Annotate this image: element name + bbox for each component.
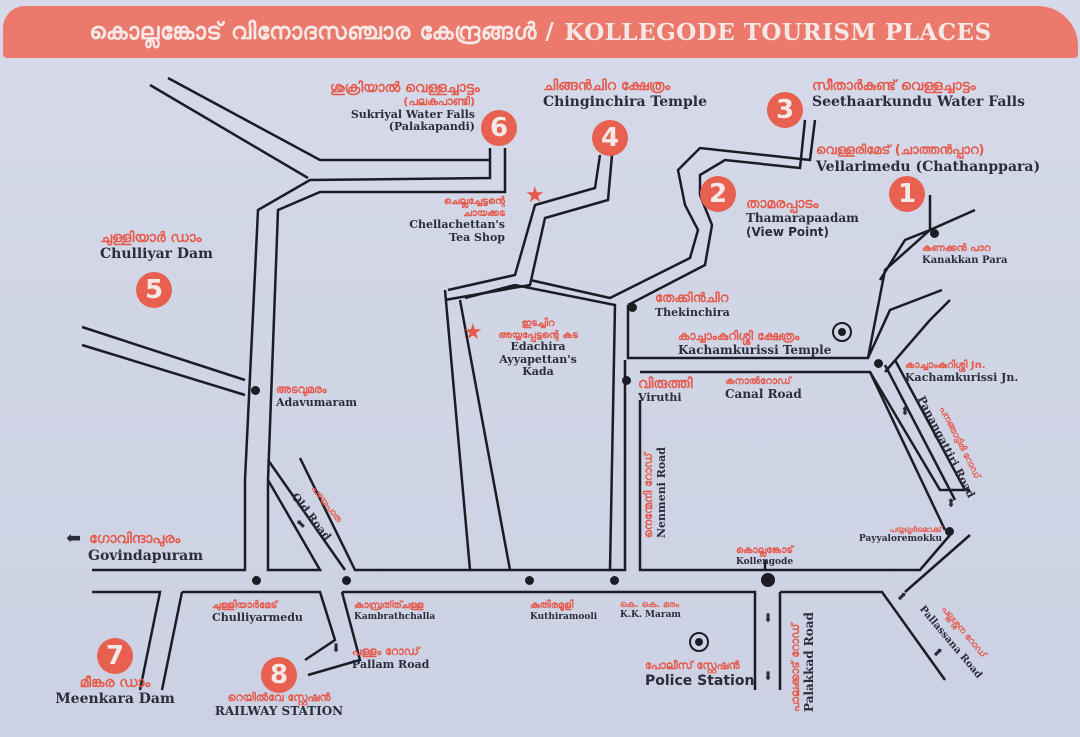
main-road-south-edge xyxy=(92,590,947,691)
kachamkurissi-temple-icon[interactable] xyxy=(832,322,852,342)
junction-kollengode[interactable] xyxy=(761,573,775,587)
label-palakkad-road: പാലക്കാട് റോഡ് Palakkad Road xyxy=(789,612,816,712)
marker-4[interactable]: 4 xyxy=(592,120,628,156)
main-road-east xyxy=(763,534,971,593)
title-english: KOLLEGODE TOURISM PLACES xyxy=(564,18,992,46)
palakkad-road-arrow-1-icon: ⬇ xyxy=(763,611,774,625)
pallam-road-arrow-icon: ⬇ xyxy=(331,641,342,655)
label-chinginchira: ചിങ്ങൻചിറ ക്ഷേത്രം Chinginchira Temple xyxy=(543,78,707,111)
marker-3[interactable]: 3 xyxy=(767,92,803,128)
marker-8[interactable]: 8 xyxy=(261,657,297,693)
junction-viruthi[interactable] xyxy=(622,376,631,385)
palakkad-road-arrow-2-icon: ⬇ xyxy=(763,669,774,683)
adavumaram-west xyxy=(81,325,246,397)
old-road xyxy=(266,459,347,571)
junction-thekinchira[interactable] xyxy=(628,303,637,312)
label-police-station: പോലീസ് സ്റ്റേഷൻ Police Station xyxy=(645,659,755,689)
label-kachamkurissi-jn: കാച്ചാംകുറിശ്ശി Jn. Kachamkurissi Jn. xyxy=(905,360,1019,384)
junction-payyaloremokku[interactable] xyxy=(945,527,954,536)
marker-2[interactable]: 2 xyxy=(700,176,736,212)
map-title-banner: കൊല്ലങ്കോട് വിനോദസഞ്ചാര കേന്ദ്രങ്ങൾ / KO… xyxy=(3,6,1078,58)
panangattiri-arrow-1-icon: ⬍ xyxy=(900,404,911,418)
label-viruthi: വിരുത്തി Viruthi xyxy=(638,376,693,405)
star-tea-shop-icon[interactable]: ★ xyxy=(525,183,545,208)
label-kollengode: കൊല്ലങ്കോട് Kollengode xyxy=(736,545,794,567)
title-malayalam: കൊല്ലങ്കോട് വിനോദസഞ്ചാര കേന്ദ്രങ്ങൾ / xyxy=(89,19,555,45)
north-west-road xyxy=(243,148,507,481)
west-arrow-icon: ⬅ xyxy=(66,528,82,549)
label-meenkara-dam: മീങ്കര ഡാം Meenkara Dam xyxy=(55,675,175,708)
marker-7[interactable]: 7 xyxy=(97,638,133,674)
label-vellarimedu: വെള്ളരിമേട് (ചാത്തൻപ്പാറ) Vellarimedu (C… xyxy=(816,143,1041,175)
label-thamarapaadam: താമരപ്പാടം Thamarapaadam (View Point) xyxy=(746,196,859,239)
label-sukriyal: ശുക്രിയാൽ വെള്ളച്ചാട്ടം (പലകപാണ്ടി) Sukr… xyxy=(330,80,480,134)
junction-chulliyarmedu[interactable] xyxy=(252,576,261,585)
star-ayyapettan-icon[interactable]: ★ xyxy=(463,320,483,345)
junction-kambrathchalla[interactable] xyxy=(342,576,351,585)
junction-kuthiramooli[interactable] xyxy=(525,576,534,585)
label-kk-maram: കെ. കെ. മരം K.K. Maram xyxy=(620,600,681,621)
label-thekinchira: തേക്കിൻചിറ Thekinchira xyxy=(655,291,730,319)
junction-kk-maram[interactable] xyxy=(610,576,619,585)
label-govindapuram: ⬅ ഗോവിന്ദാപുരം Govindapuram xyxy=(66,528,204,565)
label-kambrathchalla: കാമ്പ്രത്ത്ചള്ള Kambrathchalla xyxy=(354,600,436,622)
marker-1[interactable]: 1 xyxy=(889,176,925,212)
label-payyaloremokku: പയ്യലൂർമൊക്ക് Payyaloremokku xyxy=(858,525,942,545)
label-pallam-road: പള്ളം റോഡ് Pallam Road xyxy=(352,645,430,671)
label-kanakkan-para: കണക്കൻ പാറ Kanakkan Para xyxy=(922,243,1008,266)
label-chulliyarmedu: ചുള്ളിയാർമേട് Chulliyarmedu xyxy=(212,600,303,624)
marker-6[interactable]: 6 xyxy=(481,110,517,146)
north-west-branch xyxy=(149,76,490,180)
kachamkurissi-road xyxy=(866,195,976,531)
junction-kachamkurissi[interactable] xyxy=(874,359,883,368)
edachira-road xyxy=(443,283,617,571)
junction-kanakkan-para[interactable] xyxy=(930,229,939,238)
teashop-road xyxy=(444,154,614,302)
label-kachamkurissi-temple: കാച്ചാംകുറിശ്ശി ക്ഷേത്രം Kachamkurissi T… xyxy=(678,329,832,357)
label-kuthiramooli: കുതിരമൂളി Kuthiramooli xyxy=(530,600,598,622)
marker-5[interactable]: 5 xyxy=(136,272,172,308)
label-nenmeni-road: നെന്മേനി റോഡ് Nenmeni Road xyxy=(642,447,668,538)
label-canal-road: കനാൽറോഡ് Canal Road xyxy=(725,376,802,401)
police-station-icon[interactable] xyxy=(689,632,709,652)
label-chulliyar-dam: ചുള്ളിയാർ ഡാം Chulliyar Dam xyxy=(100,230,213,263)
label-adavumaram: അടവുമരം Adavumaram xyxy=(276,383,358,409)
panangattiri-arrow-2-icon: ⬍ xyxy=(946,496,957,510)
label-railway-station: റെയിൽവേ സ്റ്റേഷൻ RAILWAY STATION xyxy=(214,691,344,718)
label-tea-shop: ചെല്ലച്ചേട്ടന്റെ ചായക്കട Chellachettan's… xyxy=(409,196,505,244)
junction-adavumaram[interactable] xyxy=(251,386,260,395)
main-road-north-edge xyxy=(92,360,765,572)
thamarapaadam-road xyxy=(529,119,817,307)
label-ayyapettan-kada: ഇടച്ചിറ അയ്യപ്പേട്ടന്റെ കട Edachira Ayya… xyxy=(498,318,578,379)
label-seethaarkundu: സീതാർകുണ്ട് വെള്ളച്ചാട്ടം Seethaarkundu … xyxy=(812,78,1025,111)
panangattiri-road xyxy=(883,359,967,501)
